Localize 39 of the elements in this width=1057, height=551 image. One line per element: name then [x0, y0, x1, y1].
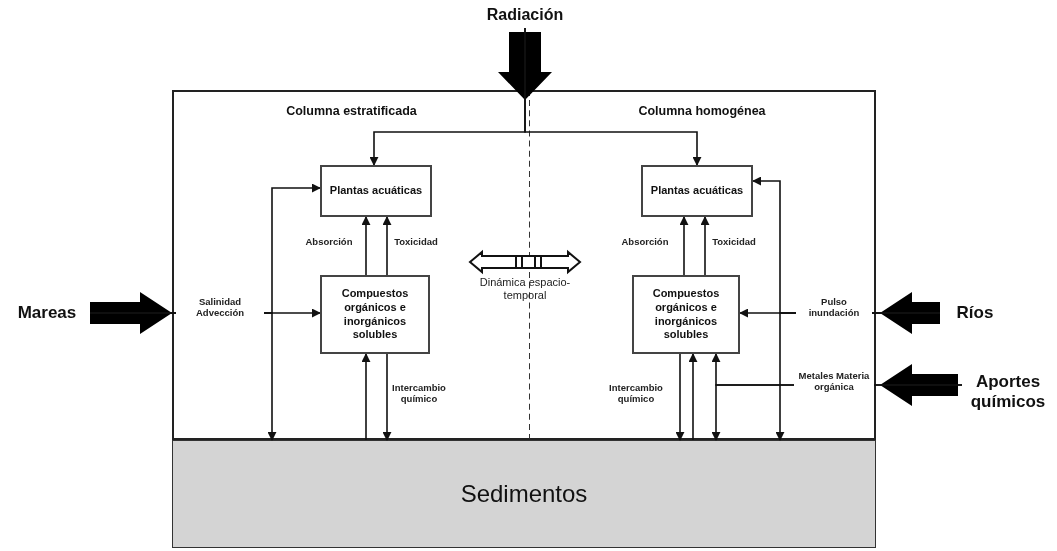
edge-label: Pulso inundación — [796, 296, 872, 319]
arrow — [688, 353, 698, 441]
input-label: Aportes químicos — [969, 372, 1047, 412]
arrow — [361, 353, 371, 441]
arrow — [700, 216, 710, 276]
box-text: Plantas acuáticas — [329, 184, 423, 198]
edge-label: Salinidad Advección — [176, 296, 264, 319]
process-box — [632, 275, 740, 354]
arrow — [382, 353, 392, 441]
process-box — [641, 165, 753, 217]
edge-label: Intercambio químico — [608, 382, 664, 405]
edge-label: Intercambio químico — [391, 382, 447, 405]
box-text: Sedimentos — [460, 479, 588, 509]
input-label: Mareas — [17, 303, 77, 323]
block-arrow — [498, 32, 552, 100]
sediment-layer — [172, 440, 876, 548]
column-heading: Columna estratificada — [285, 104, 418, 118]
process-box — [320, 275, 430, 354]
arrow — [675, 353, 685, 441]
annotation-label: Dinámica espacio-temporal — [478, 276, 572, 303]
arrow — [382, 216, 392, 276]
box-text: Plantas acuáticas — [650, 184, 744, 198]
edge-label: Toxicidad — [711, 236, 757, 248]
input-label: Radiación — [486, 5, 564, 25]
block-arrow — [880, 292, 940, 334]
box-text: Compuestos orgánicos e inorgánicos solubles — [340, 287, 410, 342]
edge-label: Metales Materia orgánica — [794, 370, 874, 393]
edge-label: Absorción — [304, 236, 354, 248]
arrow — [524, 27, 702, 166]
process-box — [320, 165, 432, 217]
block-arrow — [880, 364, 958, 406]
edge-label: Toxicidad — [393, 236, 439, 248]
block-arrow — [90, 292, 172, 334]
column-heading: Columna homogénea — [637, 104, 767, 118]
edge-label: Absorción — [620, 236, 670, 248]
input-label: Ríos — [956, 303, 994, 323]
arrow — [361, 216, 371, 276]
arrow — [679, 216, 689, 276]
box-text: Compuestos orgánicos e inorgánicos solubles — [651, 287, 721, 342]
